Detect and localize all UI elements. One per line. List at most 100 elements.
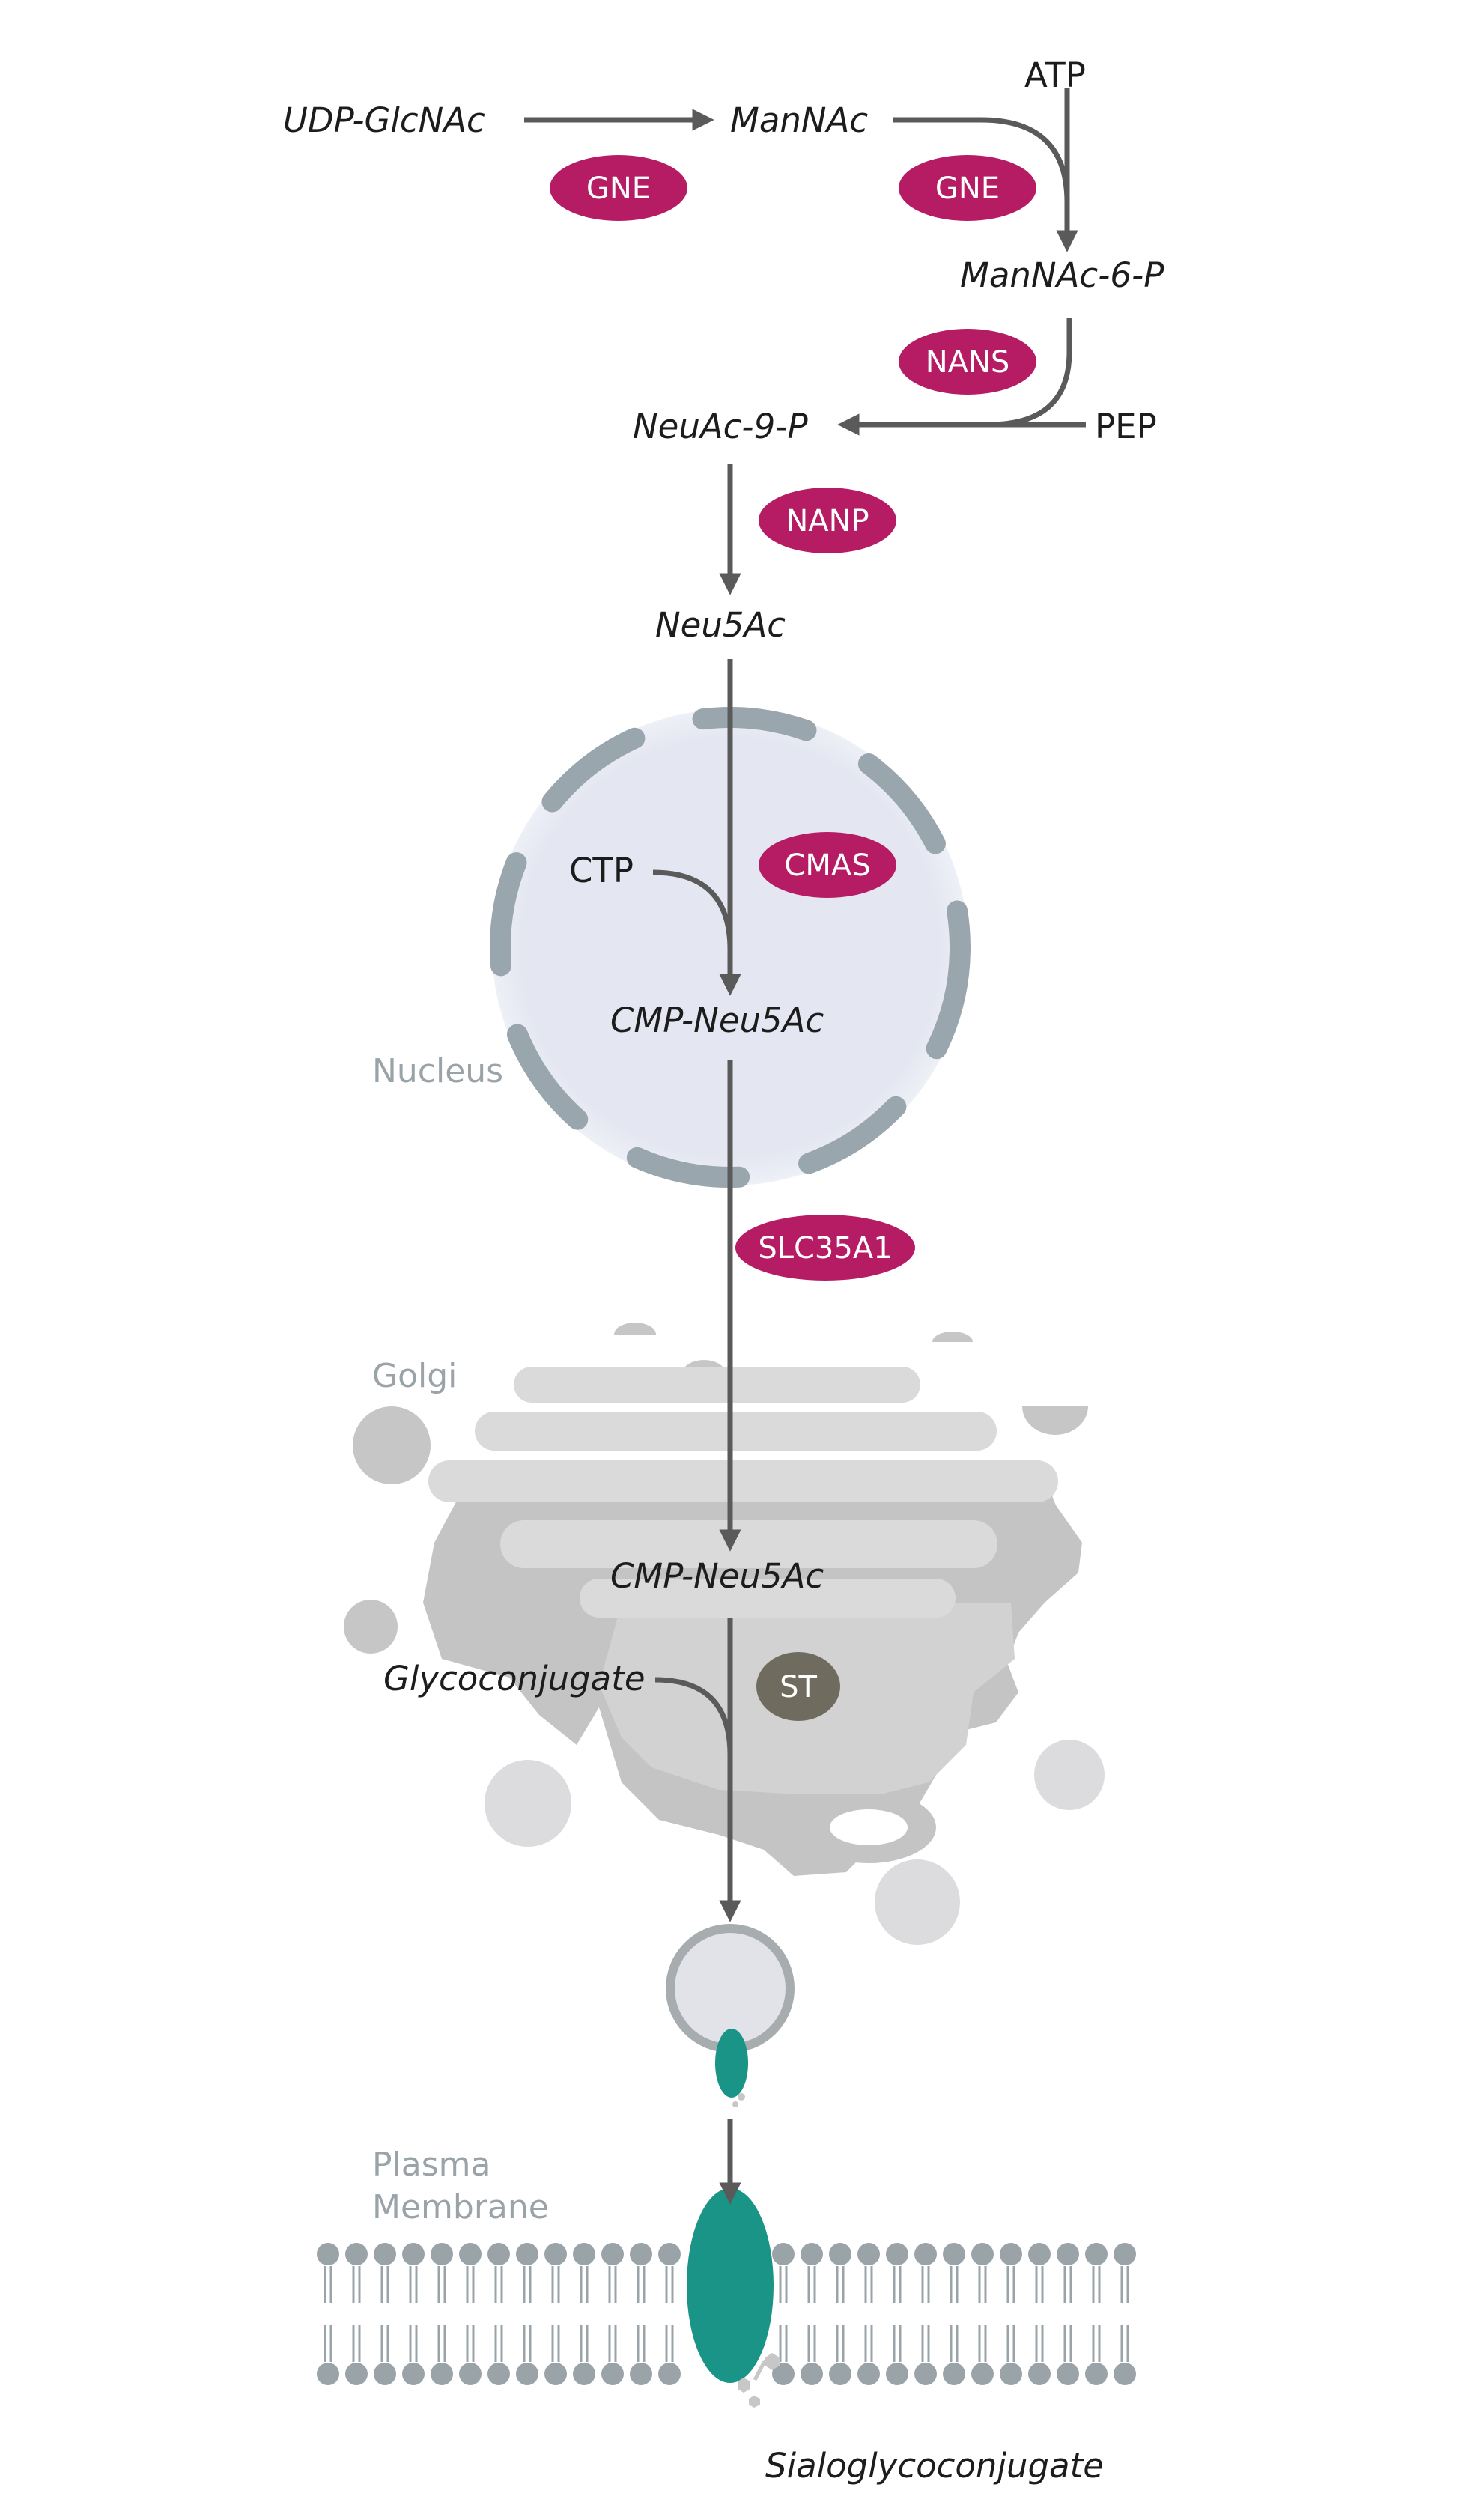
metabolite-cmp-neu5ac-nucleus: CMP-Neu5Ac <box>610 1001 824 1040</box>
vesicle <box>353 1406 431 1484</box>
metabolite-atp: ATP <box>1024 55 1086 95</box>
lipid-head <box>1000 2243 1022 2265</box>
lipid-head <box>1000 2363 1022 2385</box>
vesicle-protein <box>715 2029 748 2098</box>
arrow-ctp-join <box>652 869 733 950</box>
enzyme-badge-st: ST <box>756 1652 840 1721</box>
lipid-head <box>971 2363 994 2385</box>
enzyme-label-gne-2: GNE <box>935 171 1000 206</box>
glycan-icon <box>738 2093 745 2101</box>
lipid-head <box>345 2243 368 2265</box>
enzyme-badge-nans: NANS <box>899 329 1036 395</box>
metabolite-ctp: CTP <box>569 851 634 890</box>
metabolite-neuac-9-p: NeuAc-9-P <box>633 407 808 446</box>
lipid-head <box>573 2363 595 2385</box>
enzyme-label-gne-1: GNE <box>586 171 651 206</box>
lipid-head <box>431 2243 453 2265</box>
lipid-head <box>630 2243 652 2265</box>
lipid-head <box>1114 2243 1136 2265</box>
metabolite-udp-glcnac: UDP-GlcNAc <box>283 100 485 140</box>
lipid-head <box>857 2363 880 2385</box>
lipid-head <box>1114 2363 1136 2385</box>
lipid-head <box>317 2243 339 2265</box>
glycan-icon <box>732 2101 738 2107</box>
lipid-head <box>544 2363 567 2385</box>
lipid-head <box>772 2363 795 2385</box>
lipid-head <box>971 2243 994 2265</box>
lipid-head <box>658 2363 681 2385</box>
lipid-head <box>459 2363 482 2385</box>
pathway-arrows <box>524 88 1086 2205</box>
enzyme-label-slc35a1: SLC35A1 <box>758 1231 892 1266</box>
metabolite-neu5ac: Neu5Ac <box>655 605 786 645</box>
lipid-head <box>772 2243 795 2265</box>
metabolite-glycoconjugate: Glycoconjugate <box>383 1659 646 1698</box>
lipid-head <box>487 2243 510 2265</box>
enzyme-badge-cmas: CMAS <box>759 832 896 898</box>
lipid-head <box>459 2243 482 2265</box>
metabolite-pep: PEP <box>1095 407 1157 446</box>
lipid-head <box>374 2243 396 2265</box>
vesicle <box>614 1323 656 1335</box>
compartment-label-membrane: Membrane <box>372 2188 549 2226</box>
lipid-head <box>886 2243 908 2265</box>
lipid-head <box>857 2243 880 2265</box>
lipid-head <box>943 2363 965 2385</box>
plasma-membrane-bilayer <box>317 2243 1136 2385</box>
lipid-head <box>516 2243 538 2265</box>
lipid-head <box>829 2363 851 2385</box>
metabolite-mannac-6-p: ManNAc-6-P <box>960 255 1164 295</box>
vesicle <box>344 1600 398 1654</box>
lipid-head <box>886 2363 908 2385</box>
lipid-head <box>544 2243 567 2265</box>
lipid-head <box>516 2363 538 2385</box>
lipid-head <box>1057 2363 1079 2385</box>
vesicle <box>1022 1406 1088 1435</box>
lipid-head <box>374 2363 396 2385</box>
enzyme-badge-slc35a1: SLC35A1 <box>735 1215 915 1281</box>
lipid-head <box>914 2243 937 2265</box>
enzyme-label-st: ST <box>780 1670 817 1704</box>
lipid-head <box>829 2243 851 2265</box>
lipid-head <box>943 2243 965 2265</box>
vesicle <box>1034 1740 1105 1810</box>
lipid-head <box>630 2363 652 2385</box>
lipid-head <box>487 2363 510 2385</box>
metabolite-mannac: ManNAc <box>730 100 868 140</box>
lipid-head <box>601 2243 624 2265</box>
lipid-head <box>1085 2243 1108 2265</box>
membrane-protein <box>687 2188 780 2408</box>
lipid-head <box>801 2243 823 2265</box>
lipid-head <box>317 2363 339 2385</box>
golgi-apparatus <box>344 1323 1105 1945</box>
lipid-head <box>1085 2363 1108 2385</box>
lipid-head <box>345 2363 368 2385</box>
enzyme-label-nans: NANS <box>926 345 1010 380</box>
compartment-label-plasma: Plasma <box>372 2146 490 2184</box>
lipid-head <box>573 2243 595 2265</box>
compartment-label-nucleus: Nucleus <box>372 1052 503 1090</box>
glycan-icon <box>738 2378 750 2393</box>
enzyme-badge-nanp: NANP <box>759 488 896 553</box>
vesicle <box>875 1859 960 1945</box>
lipid-head <box>1057 2243 1079 2265</box>
secretory-vesicle <box>666 1924 795 2107</box>
glycan-icon <box>765 2353 780 2370</box>
lipid-head <box>431 2363 453 2385</box>
lipid-head <box>601 2363 624 2385</box>
lipid-head <box>658 2243 681 2265</box>
glycan-icon <box>749 2396 760 2408</box>
lipid-head <box>801 2363 823 2385</box>
lipid-head <box>914 2363 937 2385</box>
metabolite-cmp-neu5ac-golgi: CMP-Neu5Ac <box>610 1556 824 1596</box>
vesicle <box>932 1332 973 1342</box>
enzyme-badge-gne-1: GNE <box>550 155 687 221</box>
lipid-head <box>402 2363 425 2385</box>
enzyme-badge-gne-2: GNE <box>899 155 1036 221</box>
vesicle <box>485 1760 571 1847</box>
compartment-label-golgi: Golgi <box>372 1357 457 1395</box>
enzyme-label-nanp: NANP <box>786 504 869 538</box>
arrow-glycoconjugate-join <box>654 1677 733 1755</box>
lipid-head <box>1028 2363 1051 2385</box>
